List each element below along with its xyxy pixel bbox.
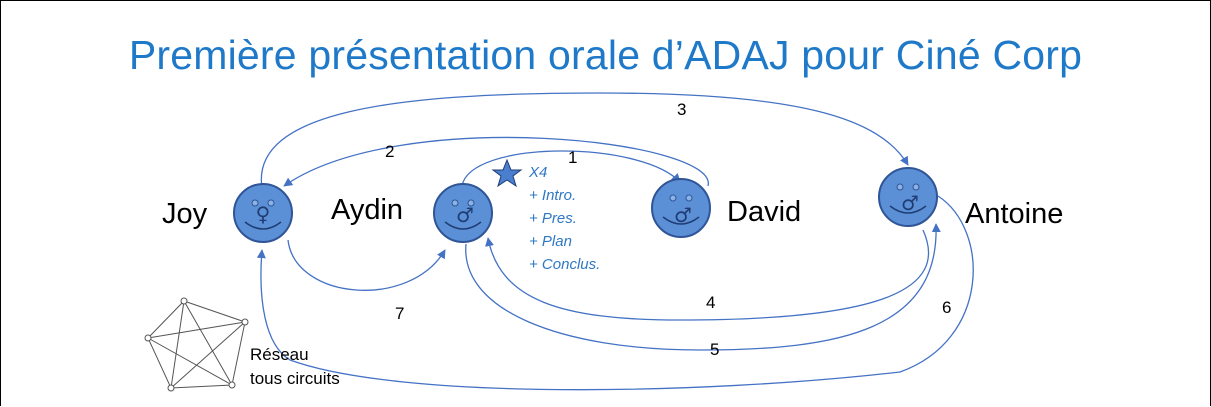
note-line: + Conclus. xyxy=(529,256,601,273)
edge-label-6: 6 xyxy=(942,298,952,317)
arrow-2 xyxy=(283,136,709,187)
note-line: + Intro. xyxy=(529,187,577,204)
david-gender-symbol: ♂ xyxy=(674,203,692,227)
node-antoine: ♂ xyxy=(878,167,938,227)
star-icon xyxy=(491,158,523,188)
joy-gender-symbol: ♀ xyxy=(256,202,271,226)
edge-label-2: 2 xyxy=(385,142,395,161)
edge-label-3: 3 xyxy=(677,100,687,119)
edge-label-7: 7 xyxy=(395,304,405,323)
name-joy: Joy xyxy=(162,198,208,230)
arrow-4 xyxy=(485,229,930,321)
aydin-gender-symbol: ♂ xyxy=(456,203,474,227)
arrow-3 xyxy=(260,92,909,189)
name-aydin: Aydin xyxy=(331,194,404,226)
note-line: X4 xyxy=(529,164,548,181)
node-joy: ♀ xyxy=(233,183,293,243)
slide-title: Première présentation orale d’ADAJ pour … xyxy=(128,32,1083,78)
complete-graph-icon xyxy=(144,297,249,392)
note-line: + Plan xyxy=(529,233,572,250)
name-david: David xyxy=(727,196,802,228)
edge-label-4: 4 xyxy=(706,293,716,312)
antoine-gender-symbol: ♂ xyxy=(901,191,919,215)
aydin-note: X4 + Intro. + Pres. + Plan + Conclus. xyxy=(529,161,600,276)
legend-line: Réseau xyxy=(250,345,309,364)
arrow-1 xyxy=(461,150,681,187)
edge-label-5: 5 xyxy=(710,340,720,359)
legend-text: Réseau tous circuits xyxy=(250,343,340,391)
edge-label-1: 1 xyxy=(568,148,578,167)
node-david: ♂ xyxy=(651,178,711,238)
legend-line: tous circuits xyxy=(250,369,340,388)
arrow-6 xyxy=(256,195,974,391)
note-line: + Pres. xyxy=(529,210,577,227)
node-aydin: ♂ xyxy=(433,183,493,243)
arrow-7 xyxy=(287,239,446,291)
name-antoine: Antoine xyxy=(965,198,1064,230)
arrow-5 xyxy=(465,223,941,351)
arrows-group xyxy=(256,92,974,391)
